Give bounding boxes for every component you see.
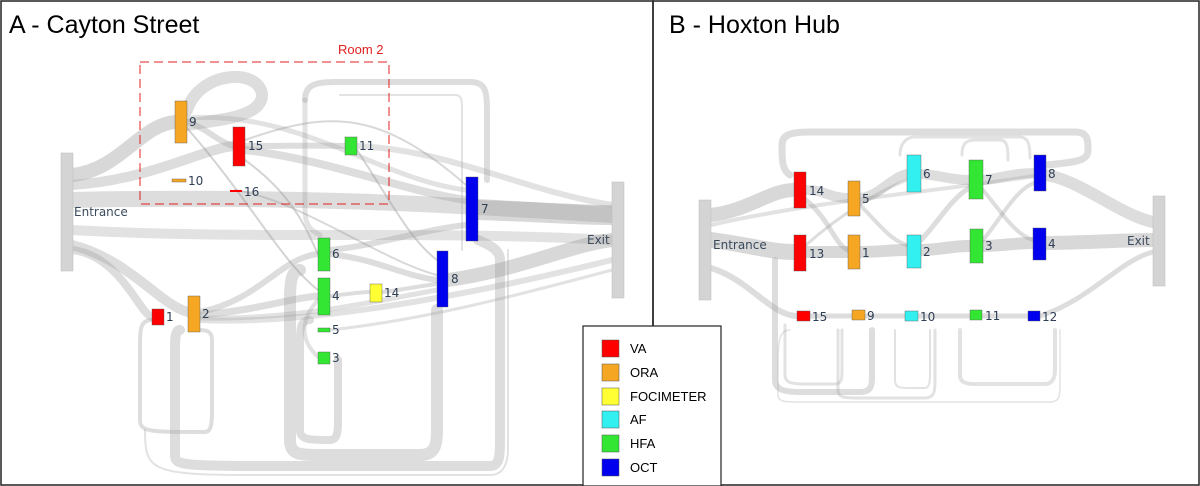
panel-a-exit-bar (611, 181, 625, 299)
panel-a-node-label-5: 5 (332, 323, 340, 337)
legend-item-focimeter: FOCIMETER (601, 387, 707, 406)
legend-swatch-focimeter (601, 387, 620, 406)
legend-label-oct: OCT (630, 460, 658, 475)
legend-label-hfa: HFA (630, 436, 656, 451)
panel-b-node-label-14: 14 (809, 184, 824, 198)
panel-b-node-label-9: 9 (867, 309, 875, 323)
panel-b-node-label-6: 6 (923, 167, 931, 181)
legend-label-va: VA (630, 341, 647, 356)
panel-a-node-6 (317, 237, 331, 272)
panel-b-node-13 (793, 234, 807, 272)
panel-b-frame (652, 0, 1200, 486)
panel-a-node-8 (436, 250, 449, 308)
legend-item-af: AF (601, 410, 647, 429)
panel-b-node-2 (906, 234, 922, 269)
panel-a-node-label-15: 15 (248, 139, 263, 153)
panel-b-node-10 (904, 310, 919, 322)
panel-b-node-4 (1032, 227, 1047, 261)
panel-a-node-7 (465, 176, 479, 242)
panel-a-node-3 (317, 351, 331, 365)
panel-a-node-label-1: 1 (166, 310, 174, 324)
panel-a-title: A - Cayton Street (9, 11, 199, 39)
panel-b-node-11 (969, 309, 983, 321)
panel-a-node-label-4: 4 (332, 289, 340, 303)
panel-a-node-label-7: 7 (481, 202, 489, 216)
panel-a-node-9 (174, 100, 188, 144)
panel-b-node-3 (969, 228, 984, 264)
panel-a-node-label-10: 10 (188, 174, 203, 188)
panel-b-entrance-label: Entrance (713, 238, 767, 252)
panel-a-node-label-6: 6 (332, 247, 340, 261)
room-2-label: Room 2 (338, 42, 384, 57)
legend-item-oct: OCT (601, 458, 658, 477)
legend-item-hfa: HFA (601, 434, 656, 453)
legend-label-ora: ORA (630, 365, 659, 380)
panel-b-node-label-7: 7 (985, 173, 993, 187)
panel-a-node-4 (317, 277, 331, 316)
panel-a-entrance-label: Entrance (74, 205, 128, 219)
panel-a-node-2 (187, 295, 201, 333)
panel-a-node-label-16: 16 (244, 185, 259, 199)
panel-b-node-9 (851, 309, 866, 321)
panel-a-node-label-3: 3 (332, 351, 340, 365)
panel-b-node-1 (847, 234, 861, 270)
panel-b-flows (703, 128, 1160, 403)
panel-b-node-6 (906, 154, 922, 193)
panel-b-node-label-11: 11 (985, 309, 1000, 323)
panel-b-nodes (793, 154, 1047, 322)
panel-b-node-12 (1027, 310, 1041, 322)
legend-label-af: AF (630, 412, 647, 427)
legend-label-focimeter: FOCIMETER (630, 389, 707, 404)
legend-item-ora: ORA (601, 363, 659, 382)
legend-swatch-af (601, 410, 620, 429)
panel-a-exit-label: Exit (587, 233, 610, 247)
panel-a-node-16 (230, 190, 242, 192)
panel-a-entrance-bar (60, 152, 74, 272)
panel-b-node-15 (796, 310, 811, 322)
panel-b-exit-label: Exit (1127, 234, 1150, 248)
panel-b-node-14 (793, 171, 807, 209)
panel-b-node-label-5: 5 (862, 192, 870, 206)
panel-a-nodes (151, 100, 479, 365)
panel-a-node-5 (317, 327, 331, 333)
panel-b-node-8 (1033, 154, 1047, 192)
panel-a-node-1 (151, 308, 165, 326)
panel-a-node-label-2: 2 (202, 307, 210, 321)
panel-b-title: B - Hoxton Hub (669, 11, 840, 39)
legend-swatch-oct (601, 458, 620, 477)
panel-b-node-label-2: 2 (923, 245, 931, 259)
panel-b-entrance-bar (698, 199, 712, 301)
panel-a-flows (64, 71, 622, 476)
legend-swatch-hfa (601, 434, 620, 453)
panel-a-node-15 (232, 126, 246, 167)
panel-b-node-label-4: 4 (1048, 237, 1056, 251)
panel-a-node-14 (369, 283, 383, 303)
panel-a-node-label-8: 8 (451, 272, 459, 286)
panel-b-exit-bar (1152, 195, 1166, 287)
panel-a-node-labels: 9 15 11 10 16 7 6 8 4 14 1 2 5 3 (166, 115, 489, 365)
legend-swatch-ora (601, 363, 620, 382)
panel-b-node-label-12: 12 (1042, 310, 1057, 324)
panel-b-node-5 (847, 180, 861, 217)
panel-a-node-10 (171, 178, 187, 183)
panel-b-node-labels: 14 13 15 5 1 9 6 2 10 7 3 11 8 4 12 (809, 167, 1057, 324)
panel-a-node-label-11: 11 (359, 139, 374, 153)
panel-a-node-label-14: 14 (384, 286, 399, 300)
legend-swatch-va (601, 339, 620, 358)
panel-b-node-label-3: 3 (985, 239, 993, 253)
panel-b-node-label-15: 15 (812, 310, 827, 324)
panel-b-node-7 (968, 159, 984, 200)
panel-b-node-label-1: 1 (862, 246, 870, 260)
legend: VA ORA FOCIMETER AF HFA OCT (582, 325, 722, 486)
panel-b-node-label-10: 10 (920, 310, 935, 324)
legend-item-va: VA (601, 339, 647, 358)
panel-a-node-11 (344, 136, 358, 156)
panel-b-node-label-13: 13 (809, 247, 824, 261)
panel-b-node-label-8: 8 (1048, 167, 1056, 181)
panel-a-node-label-9: 9 (189, 115, 197, 129)
